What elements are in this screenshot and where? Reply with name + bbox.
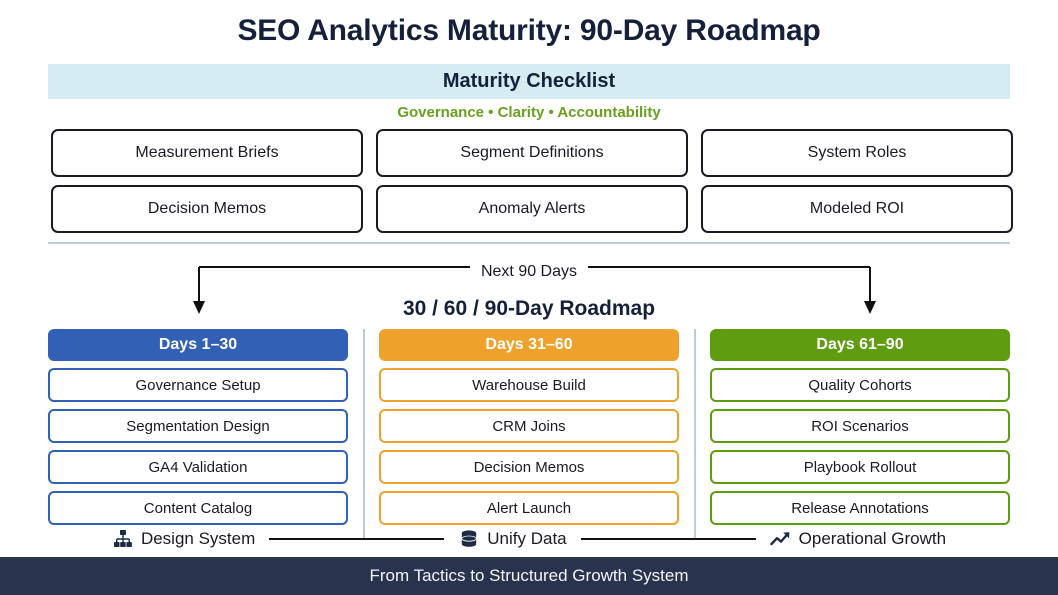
flow-node-label: Design System bbox=[140, 529, 256, 548]
column-item[interactable]: Quality Cohorts bbox=[710, 368, 1010, 402]
checklist-item[interactable]: Measurement Briefs bbox=[51, 129, 363, 177]
flow-connector-line-1 bbox=[269, 537, 445, 541]
connector-svg bbox=[193, 266, 876, 314]
checklist-item[interactable]: Modeled ROI bbox=[701, 185, 1013, 233]
flow-footer: Design System Unify Data bbox=[48, 523, 1010, 555]
column-item[interactable]: Alert Launch bbox=[379, 491, 679, 525]
maturity-checklist-label: Maturity Checklist bbox=[442, 70, 616, 92]
column-separator-2 bbox=[679, 329, 710, 539]
flow-node-operational-growth[interactable]: Operational Growth bbox=[769, 528, 947, 550]
column-item[interactable]: GA4 Validation bbox=[48, 450, 348, 484]
trending-up-icon bbox=[769, 528, 792, 550]
column-item[interactable]: Content Catalog bbox=[48, 491, 348, 525]
roadmap-title: 30 / 60 / 90-Day Roadmap bbox=[402, 297, 656, 320]
page-title: SEO Analytics Maturity: 90-Day Roadmap bbox=[237, 14, 821, 47]
database-icon bbox=[458, 528, 480, 550]
flow-node-unify-data[interactable]: Unify Data bbox=[458, 528, 567, 550]
column-item[interactable]: Warehouse Build bbox=[379, 368, 679, 402]
connector-arrows bbox=[0, 256, 1058, 326]
maturity-checklist-band: Maturity Checklist bbox=[48, 64, 1010, 99]
checklist-item[interactable]: System Roles bbox=[701, 129, 1013, 177]
column-header-days-1-30[interactable]: Days 1–30 bbox=[48, 329, 348, 361]
checklist-item[interactable]: Anomaly Alerts bbox=[376, 185, 688, 233]
checklist-item[interactable]: Decision Memos bbox=[51, 185, 363, 233]
flow-node-design-system[interactable]: Design System bbox=[112, 528, 255, 550]
connector-label-text: Next 90 Days bbox=[470, 263, 588, 280]
sitemap-icon bbox=[112, 528, 134, 550]
checklist-item[interactable]: Segment Definitions bbox=[376, 129, 688, 177]
column-item[interactable]: CRM Joins bbox=[379, 409, 679, 443]
section-divider bbox=[48, 242, 1010, 244]
connector-label: Next 90 Days bbox=[0, 263, 1058, 281]
column-item[interactable]: Segmentation Design bbox=[48, 409, 348, 443]
bottom-banner: From Tactics to Structured Growth System bbox=[0, 557, 1058, 595]
column-item[interactable]: ROI Scenarios bbox=[710, 409, 1010, 443]
column-separator-1 bbox=[348, 329, 379, 539]
roadmap-columns: Days 1–30 Governance Setup Segmentation … bbox=[48, 329, 1010, 539]
roadmap-column-3: Days 61–90 Quality Cohorts ROI Scenarios… bbox=[710, 329, 1010, 539]
flow-node-label: Operational Growth bbox=[798, 529, 947, 548]
checklist-subtitle: Governance • Clarity • Accountability bbox=[397, 104, 661, 121]
flow-node-label: Unify Data bbox=[487, 529, 567, 548]
banner-text: From Tactics to Structured Growth System bbox=[369, 566, 689, 585]
flow-connector-line-2 bbox=[580, 537, 756, 541]
column-header-days-31-60[interactable]: Days 31–60 bbox=[379, 329, 679, 361]
column-item[interactable]: Decision Memos bbox=[379, 450, 679, 484]
column-item[interactable]: Governance Setup bbox=[48, 368, 348, 402]
checklist-grid: Measurement Briefs Segment Definitions S… bbox=[51, 129, 1013, 233]
column-header-days-61-90[interactable]: Days 61–90 bbox=[710, 329, 1010, 361]
roadmap-column-2: Days 31–60 Warehouse Build CRM Joins Dec… bbox=[379, 329, 679, 539]
roadmap-column-1: Days 1–30 Governance Setup Segmentation … bbox=[48, 329, 348, 539]
column-item[interactable]: Release Annotations bbox=[710, 491, 1010, 525]
column-item[interactable]: Playbook Rollout bbox=[710, 450, 1010, 484]
